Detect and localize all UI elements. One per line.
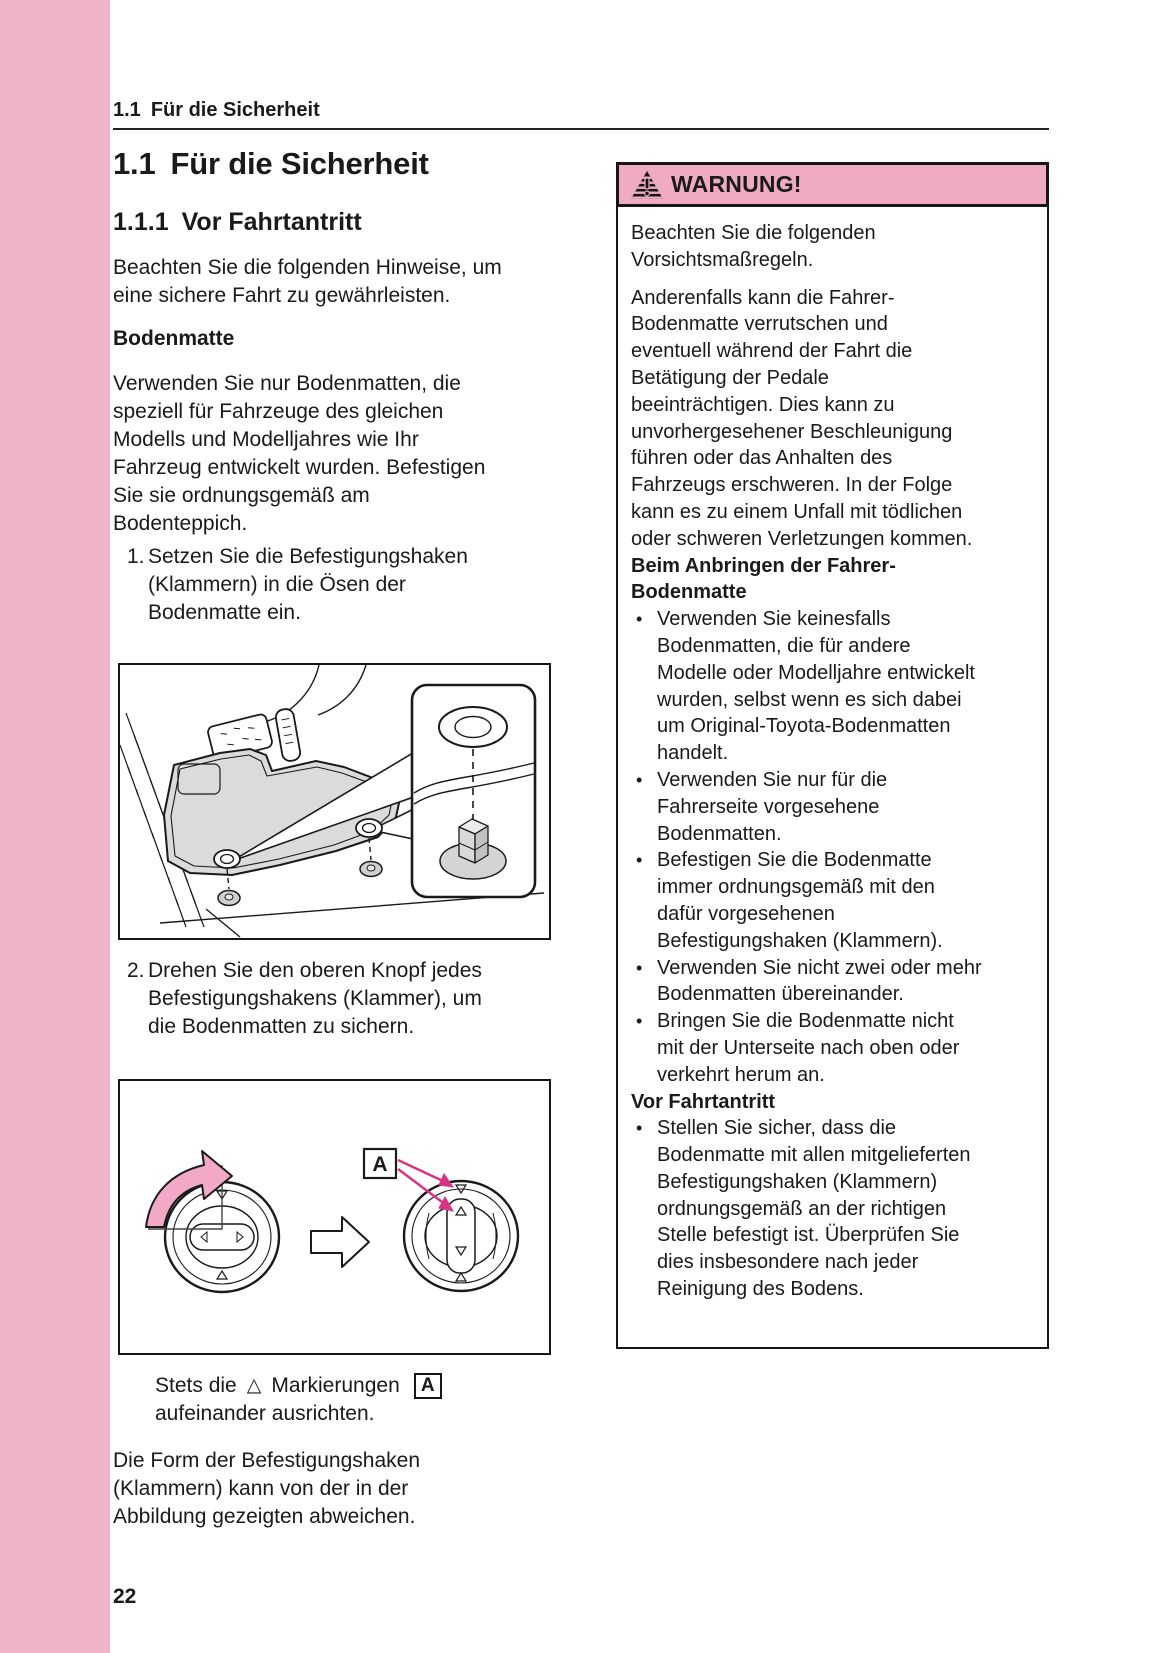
rotate-arrow	[145, 1150, 233, 1228]
mat-eyelets	[213, 818, 383, 869]
step-2-number: 2.	[127, 959, 145, 982]
warning-header: WARNUNG!	[616, 162, 1049, 207]
section-heading-text: Vor Fahrtantritt	[181, 208, 362, 236]
label-a-callout: A	[362, 1147, 455, 1212]
running-header-text: Für die Sicherheit	[150, 99, 320, 121]
page-title-number: 1.1	[113, 146, 156, 181]
step-1-number: 1.	[127, 545, 145, 568]
warning-bullet-list-vor-fahrtantritt: Stellen Sie sicher, dass die Bodenmatte …	[631, 1115, 1034, 1303]
floor-mat	[163, 748, 403, 876]
running-header-number: 1.1	[113, 99, 141, 121]
figure-label-a: A	[372, 1153, 387, 1176]
warning-bullet-list-anbringen: Verwenden Sie keinesfalls Bodenmatten, d…	[631, 606, 1034, 1088]
warning-bullet: Stellen Sie sicher, dass die Bodenmatte …	[631, 1115, 1034, 1303]
step-2-text: Drehen Sie den oberen Knopf jedes Befest…	[148, 959, 482, 1038]
subheading-bodenmatte: Bodenmatte	[113, 327, 235, 350]
note-label-a: A	[413, 1373, 442, 1399]
warning-content: Beachten Sie die folgenden Vorsichtsmaßr…	[616, 207, 1049, 1349]
warning-bullet: Verwenden Sie nicht zwei oder mehr Boden…	[631, 955, 1034, 1009]
floor-mat-installation-illustration	[119, 664, 545, 938]
alignment-note: Stets die △ Markierungen A aufeinander a…	[155, 1372, 545, 1428]
figure-knob-rotation: A	[118, 1079, 551, 1355]
figure-floor-mat-installation	[118, 663, 551, 940]
intro-paragraph: Beachten Sie die folgenden Hinweise, um …	[113, 256, 502, 307]
note-prefix: Stets die	[155, 1374, 237, 1397]
page-edge-band	[0, 0, 110, 1653]
running-header: 1.1 Für die Sicherheit	[113, 99, 320, 122]
section-heading: 1.1.1 Vor Fahrtantritt	[113, 208, 362, 237]
closing-paragraph: Die Form der Befestigungshaken (Klammern…	[113, 1449, 420, 1528]
warning-box: WARNUNG! Beachten Sie die folgenden Vors…	[616, 162, 1049, 1349]
page-number: 22	[113, 1585, 137, 1608]
knob-after	[402, 1179, 520, 1293]
knob-rotation-illustration: A	[145, 1147, 520, 1294]
warning-bullet: Bringen Sie die Bodenmatte nicht mit der…	[631, 1008, 1034, 1088]
rotation-axis-line	[148, 1165, 223, 1230]
warning-subheading-vor-fahrtantritt: Vor Fahrtantritt	[631, 1090, 776, 1113]
warning-bullet: Verwenden Sie keinesfalls Bodenmatten, d…	[631, 606, 1034, 767]
warning-intro: Beachten Sie die folgenden Vorsichtsmaßr…	[631, 222, 876, 271]
note-middle: Markierungen	[271, 1374, 400, 1397]
callout-detail-box	[410, 683, 537, 899]
bodenmatte-paragraph: Verwenden Sie nur Bodenmatten, die spezi…	[113, 372, 486, 535]
section-heading-number: 1.1.1	[113, 208, 169, 236]
floor-clips	[217, 860, 383, 907]
warning-consequences: Anderenfalls kann die Fahrer- Bodenmatte…	[631, 286, 973, 550]
step-1-text: Setzen Sie die Befestigungshaken (Klamme…	[148, 545, 468, 624]
step-2: 2. Drehen Sie den oberen Knopf jedes Bef…	[127, 957, 537, 1041]
transition-arrow	[310, 1216, 370, 1268]
header-rule	[113, 128, 1049, 130]
warning-subheading-anbringen: Beim Anbringen der Fahrer- Bodenmatte	[631, 554, 896, 604]
alignment-note-line2: aufeinander ausrichten.	[155, 1402, 375, 1425]
label-pointer-arrows	[397, 1158, 455, 1212]
warning-triangle-icon	[631, 170, 663, 199]
alignment-note-line1: Stets die △ Markierungen A	[155, 1372, 545, 1400]
page-title: 1.1 Für die Sicherheit	[113, 146, 429, 182]
warning-title: WARNUNG!	[671, 171, 802, 197]
warning-bullet: Befestigen Sie die Bodenmatte immer ordn…	[631, 847, 1034, 954]
page-title-text: Für die Sicherheit	[170, 146, 429, 181]
accelerator-pedal	[274, 708, 302, 762]
triangle-mark-icon: △	[246, 1375, 262, 1396]
step-1: 1. Setzen Sie die Befestigungshaken (Kla…	[127, 543, 537, 627]
warning-bullet: Verwenden Sie nur für die Fahrerseite vo…	[631, 767, 1034, 847]
